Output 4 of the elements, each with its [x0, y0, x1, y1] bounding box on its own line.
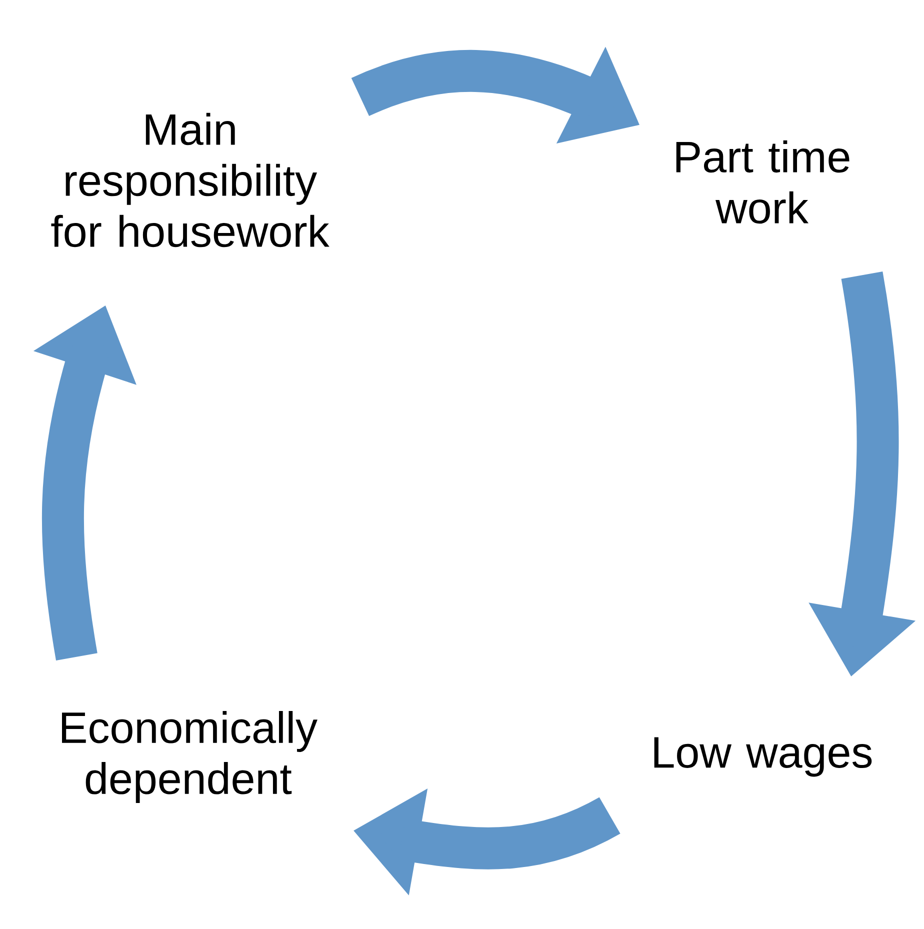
node-label: Main responsibility for housework [51, 112, 330, 248]
node-label: Economically dependent [62, 711, 318, 803]
node-label: Low wages [654, 737, 872, 777]
node-label: Part time work [676, 140, 850, 224]
